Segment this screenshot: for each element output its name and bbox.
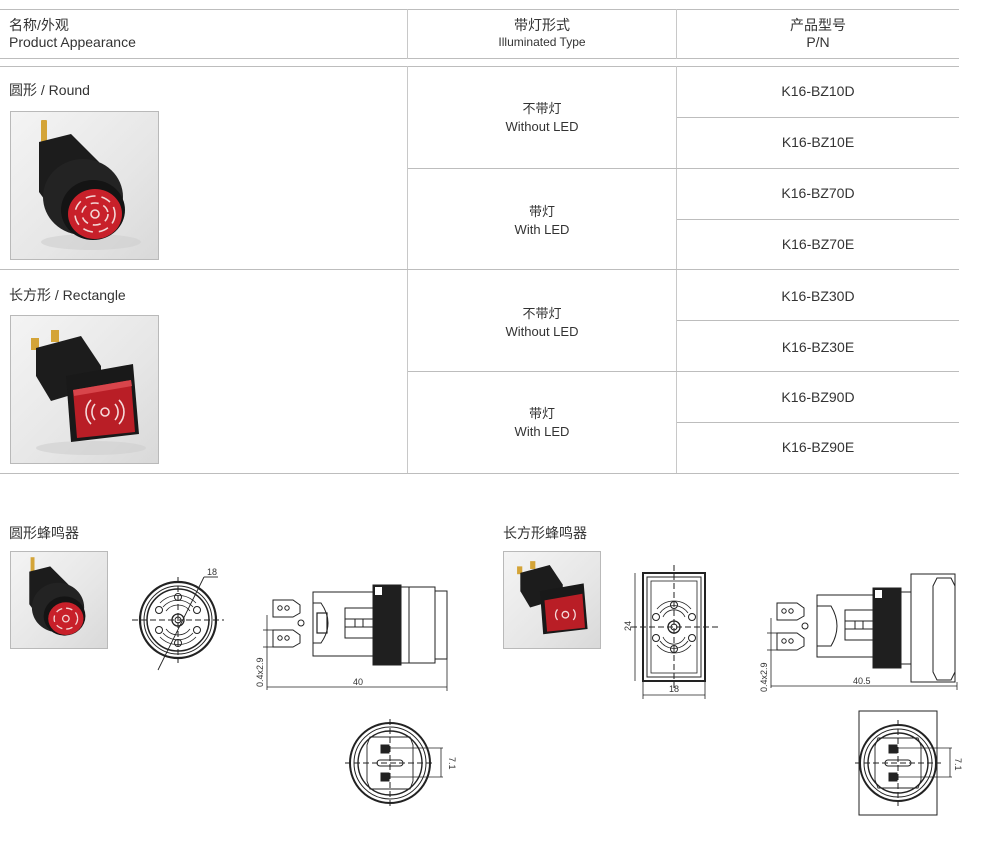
rectangle-drawing-title: 长方形蜂鸣器 xyxy=(503,525,587,541)
header-illuminated-type: 带灯形式 Illuminated Type xyxy=(408,17,676,51)
type-divider xyxy=(408,371,959,372)
dim-diameter: 18 xyxy=(207,567,217,577)
type-zh: 带灯 xyxy=(528,406,555,421)
type-cell: 不带灯 Without LED xyxy=(408,100,676,136)
rectangle-buzzer-photo xyxy=(10,315,159,464)
type-en: With LED xyxy=(514,222,570,237)
round-rear-view-drawing: 7.1 xyxy=(345,719,457,807)
rectangle-buzzer-thumb xyxy=(503,551,601,649)
header-illuminated-zh: 带灯形式 xyxy=(514,17,570,33)
header-illuminated-en: Illuminated Type xyxy=(498,35,586,49)
round-buzzer-photo xyxy=(10,111,159,260)
rectangle-buzzer-image xyxy=(31,330,146,455)
table-top-rule xyxy=(0,9,959,10)
round-buzzer-thumb xyxy=(10,551,108,649)
part-number: K16-BZ30E xyxy=(781,339,855,355)
header-appearance-en: Product Appearance xyxy=(9,34,136,50)
part-number: K16-BZ70E xyxy=(781,236,855,252)
header-appearance-zh: 名称/外观 xyxy=(9,17,69,33)
type-divider xyxy=(408,168,959,169)
round-front-view-drawing: 18 xyxy=(132,567,224,671)
type-zh: 不带灯 xyxy=(522,101,562,116)
group-label-rectangle: 长方形 / Rectangle xyxy=(9,287,126,303)
round-drawing-title: 圆形蜂鸣器 xyxy=(9,525,79,541)
dim-terminal: 0.4x2.9 xyxy=(759,662,769,692)
round-side-view-drawing: 40 0.4x2.9 xyxy=(255,584,448,691)
part-number: K16-BZ90D xyxy=(781,389,855,405)
header-bottom-rule xyxy=(0,58,959,59)
rectangle-rear-view-drawing: 7.1 xyxy=(855,710,963,816)
dim-pitch: 7.1 xyxy=(447,757,457,770)
rectangle-buzzer-thumb-image xyxy=(517,561,588,635)
type-cell: 带灯 With LED xyxy=(408,405,676,441)
round-buzzer-image xyxy=(39,120,141,250)
dim-length: 40.5 xyxy=(853,676,871,686)
type-cell: 不带灯 Without LED xyxy=(408,305,676,341)
type-en: Without LED xyxy=(505,324,579,339)
part-number: K16-BZ90E xyxy=(781,439,855,455)
header-pn-zh: 产品型号 xyxy=(790,17,846,33)
col-divider xyxy=(676,9,677,59)
rectangle-front-view-drawing: 24 18 xyxy=(623,565,719,699)
type-en: With LED xyxy=(514,424,570,439)
part-number: K16-BZ10E xyxy=(781,134,855,150)
dim-width: 18 xyxy=(669,684,679,694)
type-cell: 带灯 With LED xyxy=(408,203,676,239)
group-divider xyxy=(0,269,959,270)
body-top-rule xyxy=(0,66,959,67)
pn-divider xyxy=(677,219,959,220)
header-pn-en: P/N xyxy=(806,34,830,50)
pn-divider xyxy=(677,422,959,423)
dim-length: 40 xyxy=(353,677,363,687)
dim-height: 24 xyxy=(623,621,633,631)
header-part-number: 产品型号 P/N xyxy=(677,17,959,51)
round-buzzer-thumb-image xyxy=(29,557,86,636)
pn-divider xyxy=(677,320,959,321)
header-appearance: 名称/外观 Product Appearance xyxy=(9,17,136,51)
dim-terminal: 0.4x2.9 xyxy=(255,657,265,687)
table-bottom-rule xyxy=(0,473,959,474)
group-label-round: 圆形 / Round xyxy=(9,82,90,98)
part-number: K16-BZ30D xyxy=(781,288,855,304)
pn-divider xyxy=(677,117,959,118)
dim-pitch: 7.1 xyxy=(953,758,963,771)
col-divider xyxy=(407,9,408,59)
type-zh: 带灯 xyxy=(528,204,555,219)
type-en: Without LED xyxy=(505,119,579,134)
part-number: K16-BZ10D xyxy=(781,83,855,99)
rectangle-side-view-drawing: 40.5 0.4x2.9 xyxy=(759,573,958,692)
part-number: K16-BZ70D xyxy=(781,185,855,201)
type-zh: 不带灯 xyxy=(522,306,562,321)
